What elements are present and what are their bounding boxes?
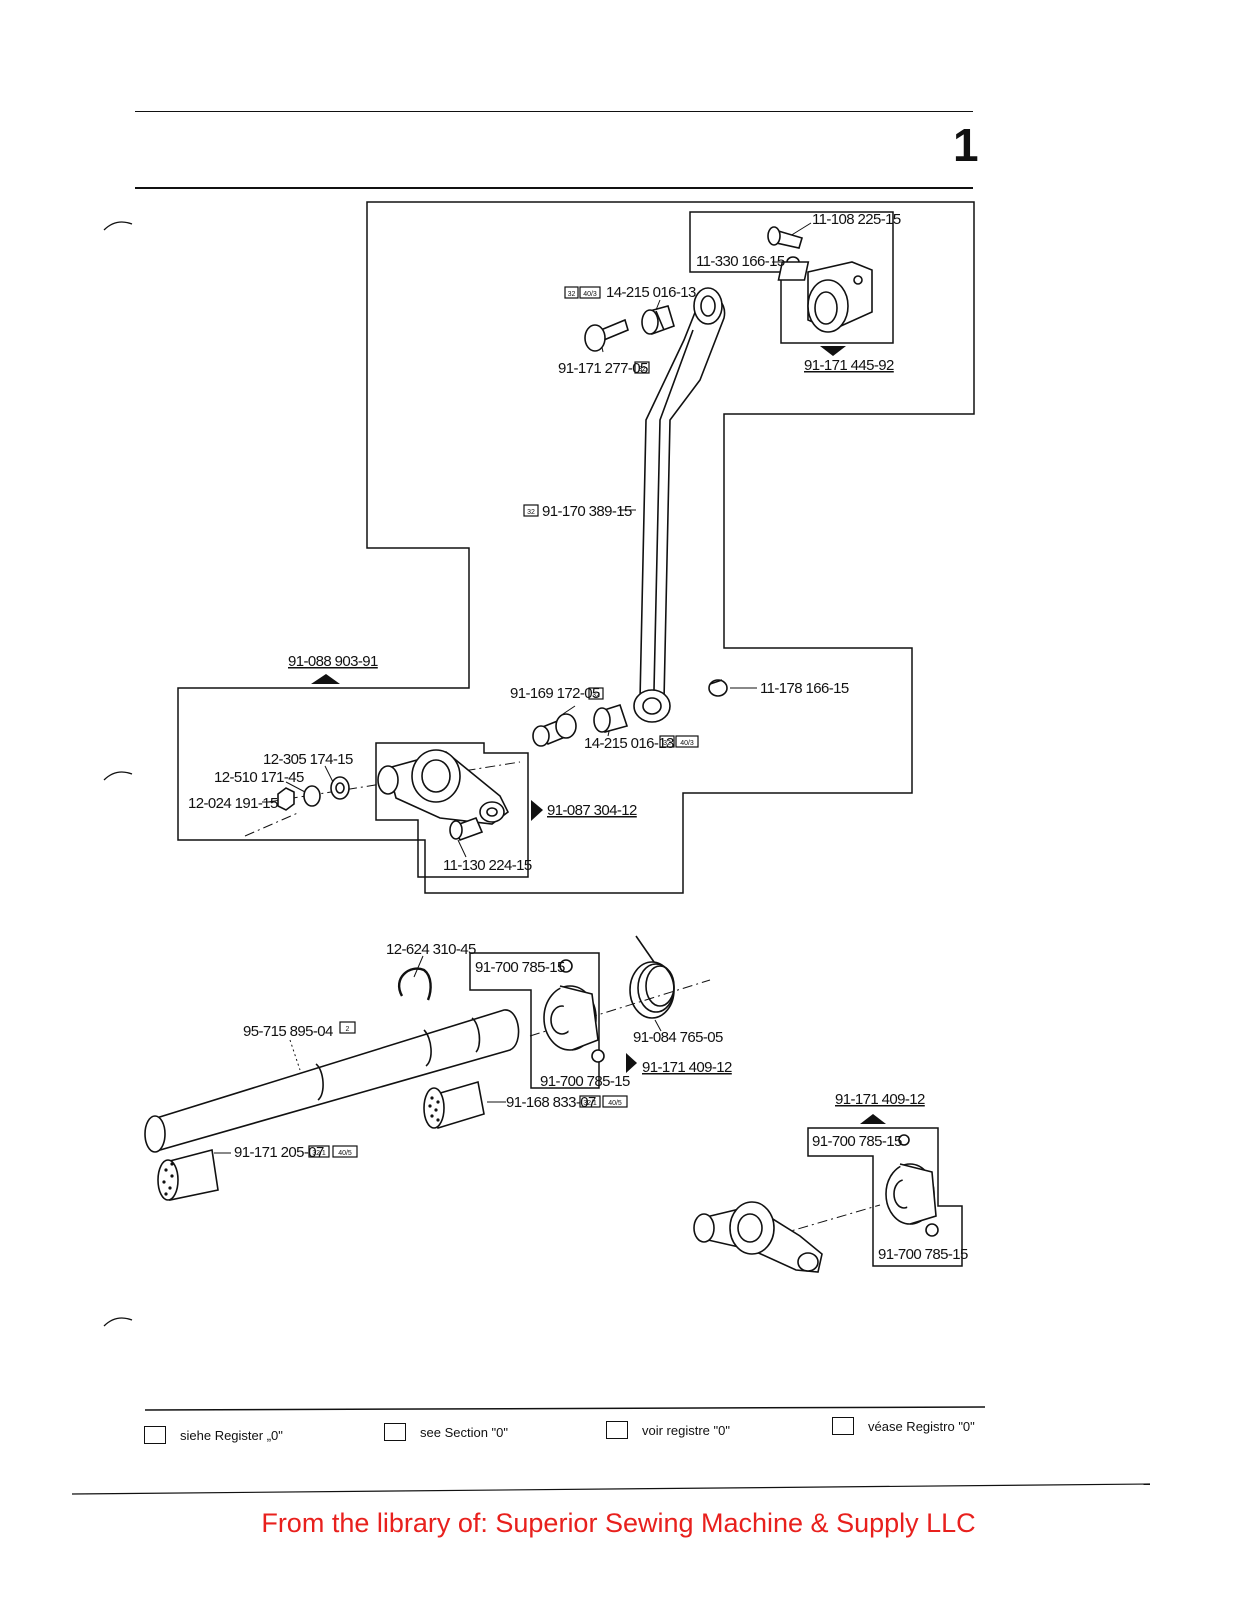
- torsion-spring-icon: [629, 935, 675, 1019]
- collar-icon: [543, 985, 599, 1051]
- pin-icon: [584, 318, 629, 352]
- arrow-up-icon: [860, 1114, 886, 1124]
- part-label: 12-305 174-15: [263, 751, 353, 768]
- part-label: 91-088 903-91: [288, 653, 378, 670]
- part-label: 91-169 172-05: [510, 685, 600, 702]
- header-rule: [135, 187, 973, 189]
- part-label: 91-171 409-12: [835, 1091, 925, 1108]
- eccentric-pin-icon: [532, 713, 577, 747]
- part-label: 91-171 445-92: [804, 357, 894, 374]
- part-label: 11-178 166-15: [760, 680, 849, 697]
- part-label: 11-108 225-15: [812, 211, 901, 228]
- part-label: 12-024 191-15: [188, 795, 278, 812]
- tag-40-5: 40/5: [338, 1150, 352, 1157]
- part-label: 91-171 205-07: [234, 1144, 324, 1161]
- screw-icon: [767, 226, 803, 249]
- top-rule: [135, 111, 973, 112]
- part-label: 91-700 785-15: [540, 1073, 630, 1090]
- inset-lower-middle: [469, 952, 600, 1089]
- library-footer: From the library of: Superior Sewing Mac…: [261, 1508, 976, 1538]
- nut-icon: [277, 787, 295, 811]
- collar-icon: [885, 1163, 937, 1225]
- part-label: 91-171 277-05: [558, 360, 648, 377]
- legend-box: [832, 1417, 854, 1435]
- screw-icon: [708, 679, 728, 697]
- part-label: 11-330 166-15: [696, 253, 785, 270]
- part-label: 91-700 785-15: [812, 1133, 902, 1150]
- tag-32: 32: [663, 740, 671, 747]
- assembly-boundary: [177, 201, 975, 894]
- part-label: 91-084 765-05: [633, 1029, 723, 1046]
- legend-box: [384, 1423, 406, 1441]
- shaft-icon: [144, 1009, 520, 1153]
- part-label: 12-510 171-45: [214, 769, 304, 786]
- crank-lever-icon: [693, 1201, 823, 1273]
- crank-lever-icon: [377, 749, 510, 825]
- tag-40-3: 40/3: [583, 291, 597, 298]
- legend-item-en: see Section "0": [384, 1423, 508, 1441]
- part-label: 14-215 016-13: [584, 735, 674, 752]
- tag-32-1: 32/1: [312, 1150, 326, 1157]
- part-label: 95-715 895-04: [243, 1023, 333, 1040]
- legend-text: véase Registro "0": [868, 1418, 975, 1434]
- tag-32: 32: [568, 291, 576, 298]
- retaining-ring-icon: [398, 967, 432, 1001]
- part-label: 91-171 409-12: [642, 1059, 732, 1076]
- part-label: 91-087 304-12: [547, 802, 637, 819]
- arrow-down-icon: [820, 346, 846, 356]
- clamp-collar-icon: [777, 261, 873, 333]
- page-number: 1: [953, 119, 979, 171]
- set-screw-icon: [559, 959, 573, 973]
- part-label: 91-170 389-15: [542, 503, 632, 520]
- needle-bearing-icon: [593, 703, 629, 733]
- arrow-right-icon: [626, 1053, 637, 1073]
- arrow-up-icon: [311, 674, 340, 684]
- tag-40-5: 40/5: [608, 1100, 622, 1107]
- part-label: 11-130 224-15: [443, 857, 532, 874]
- legend-text: voir registre "0": [642, 1422, 730, 1438]
- legend-item-de: siehe Register „0": [144, 1426, 283, 1444]
- set-screw-icon: [925, 1223, 939, 1237]
- tag-32: 32: [592, 692, 600, 699]
- arrow-right-icon: [531, 800, 543, 821]
- bushing-icon: [157, 1149, 219, 1201]
- inset-top-right: [689, 211, 894, 344]
- tag-32: 32: [638, 366, 646, 373]
- set-screw-icon: [591, 1049, 605, 1063]
- bushing-icon: [423, 1080, 485, 1130]
- part-label: 91-700 785-15: [878, 1246, 968, 1263]
- set-screw-icon: [898, 1134, 910, 1146]
- tag-32: 32: [527, 509, 535, 516]
- lock-washer-icon: [303, 785, 321, 807]
- legend-item-fr: voir registre "0": [606, 1421, 730, 1439]
- legend-text: siehe Register „0": [180, 1427, 283, 1443]
- connecting-rod-icon: [633, 287, 726, 723]
- socket-screw-icon: [449, 816, 484, 842]
- part-label: 12-624 310-45: [386, 941, 476, 958]
- washer-icon-inner: [335, 782, 345, 794]
- inset-lower-right: [807, 1127, 963, 1267]
- legend-text: see Section "0": [420, 1424, 509, 1440]
- tag-40-3: 40/3: [680, 740, 694, 747]
- part-label: 14-215 016-13: [606, 284, 696, 301]
- inset-middle-left: [375, 742, 529, 878]
- tag-2: 2: [346, 1026, 350, 1033]
- legend-box: [606, 1421, 628, 1439]
- legend-item-es: véase Registro "0": [832, 1417, 975, 1435]
- part-label: 91-700 785-15: [475, 959, 565, 976]
- part-label: 91-168 833-07: [506, 1094, 596, 1111]
- tag-32-1: 32/1: [583, 1100, 597, 1107]
- needle-bearing-icon: [641, 305, 675, 336]
- legend-box: [144, 1426, 166, 1444]
